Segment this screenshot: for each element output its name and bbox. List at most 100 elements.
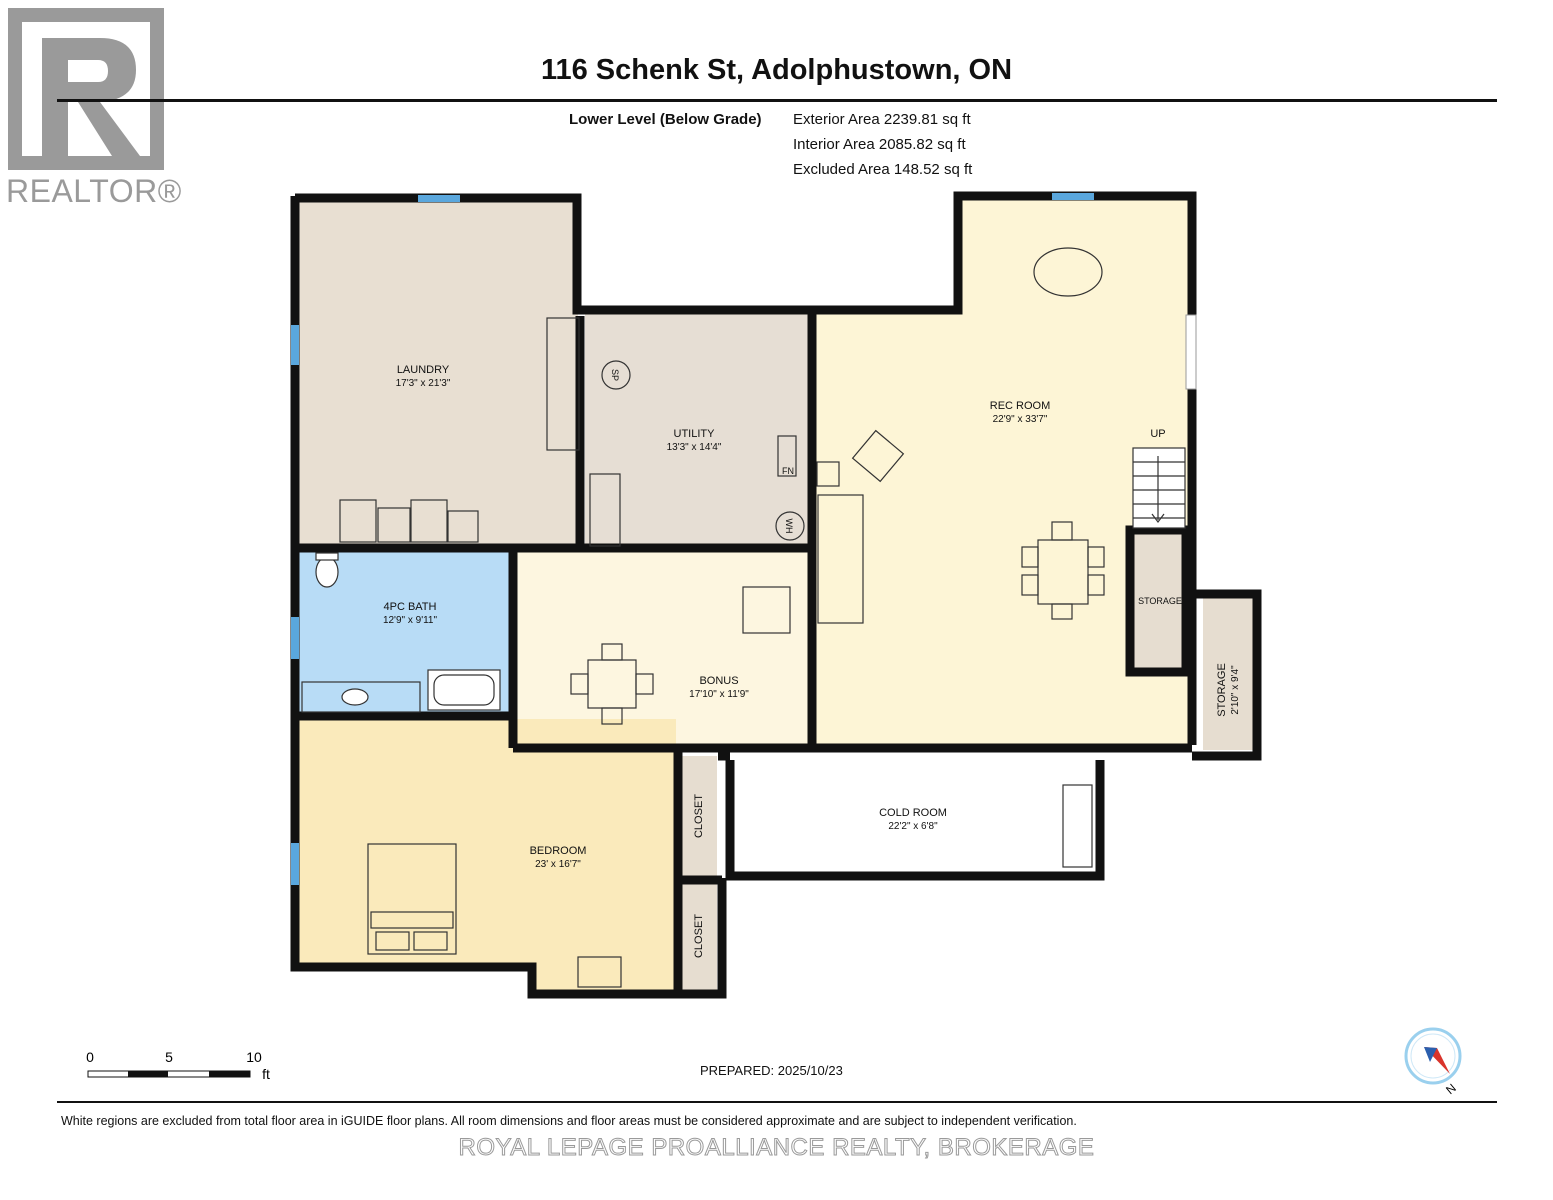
washer	[339, 499, 377, 543]
chair	[1087, 546, 1105, 568]
chair	[1087, 574, 1105, 596]
interior-area: Interior Area 2085.82 sq ft	[793, 136, 966, 153]
wall	[725, 760, 1105, 881]
disclaimer-text: White regions are excluded from total fl…	[61, 1114, 1077, 1128]
dryer	[410, 499, 448, 543]
ottoman	[742, 586, 791, 634]
vanity	[301, 681, 421, 713]
sump-pump-icon	[601, 360, 631, 390]
wall	[290, 196, 727, 999]
prepared-date: PREPARED: 2025/10/23	[700, 1063, 843, 1078]
storage-small-room	[1133, 532, 1185, 672]
window	[291, 843, 299, 885]
chair	[601, 643, 623, 661]
exterior-area: Exterior Area 2239.81 sq ft	[793, 111, 971, 128]
bedroom-room	[298, 719, 676, 990]
utility-dim: 13'3" x 14'4"	[667, 442, 722, 453]
rec-room-name: REC ROOM	[990, 400, 1051, 412]
chair	[1021, 546, 1039, 568]
door-opening	[1185, 314, 1197, 390]
furnace-label: FN	[782, 466, 794, 476]
floor-plan: SP FN WH UP	[86, 191, 1462, 1097]
chair	[1051, 521, 1073, 541]
utility-cabinet	[589, 473, 621, 547]
stairs-up-label: UP	[1150, 428, 1165, 440]
compass-icon	[1404, 1027, 1462, 1085]
chair	[601, 707, 623, 725]
pillow	[375, 931, 410, 951]
window	[1052, 193, 1094, 200]
chair	[570, 673, 589, 695]
stairs	[1132, 447, 1186, 529]
page-title: 116 Schenk St, Adolphustown, ON	[540, 54, 1013, 86]
excluded-area: Excluded Area 148.52 sq ft	[793, 161, 973, 178]
toilet	[315, 556, 339, 588]
scale-label-10: 10	[246, 1049, 262, 1065]
storage-side-dim: 2'10" x 9'4"	[1230, 665, 1241, 715]
bed	[367, 843, 457, 955]
level-label: Lower Level (Below Grade)	[569, 111, 762, 128]
storage-side-name: STORAGE	[1216, 663, 1228, 717]
furnace-icon	[777, 435, 797, 477]
window	[418, 195, 460, 202]
realtor-wordmark: REALTOR®	[6, 173, 182, 209]
armchair	[851, 429, 905, 483]
bonus-name: BONUS	[699, 675, 738, 687]
counter	[546, 317, 580, 451]
sink	[341, 688, 369, 706]
utility-room	[585, 314, 809, 548]
cold-room-dim: 22'2" x 6'8"	[888, 821, 938, 832]
bonus-room	[516, 551, 810, 744]
sump-pump-label: SP	[610, 369, 620, 381]
laundry-name: LAUNDRY	[397, 364, 450, 376]
storage-small-name: STORAGE	[1138, 596, 1182, 606]
bed-fold	[370, 911, 454, 929]
closet-2-name: CLOSET	[693, 914, 705, 958]
rec-room	[816, 198, 1190, 745]
bath-dim: 12'9" x 9'11"	[383, 615, 438, 626]
bathtub-basin	[433, 674, 495, 706]
laundry-room	[298, 200, 578, 546]
compass-north-label: N	[1443, 1081, 1459, 1097]
storage-side-room	[1203, 596, 1255, 750]
pillow	[413, 931, 448, 951]
chair	[1051, 603, 1073, 620]
footer-rule	[57, 1101, 1497, 1103]
laundry-sink	[447, 510, 479, 543]
scale-label-5: 5	[165, 1049, 173, 1065]
wall	[1125, 525, 1191, 677]
side-table	[816, 461, 840, 487]
closet-2-room	[681, 884, 717, 990]
window	[291, 325, 299, 365]
cold-room-name: COLD ROOM	[879, 807, 947, 819]
laundry-dim: 17'3" x 21'3"	[396, 378, 451, 389]
chair	[1021, 574, 1039, 596]
wall	[812, 191, 1197, 390]
brokerage-watermark: ROYAL LEPAGE PROALLIANCE REALTY, BROKERA…	[458, 1134, 1095, 1162]
realtor-r-logo-icon	[8, 8, 164, 170]
utility-name: UTILITY	[674, 428, 716, 440]
chair	[635, 673, 654, 695]
closet-1-name: CLOSET	[693, 794, 705, 838]
scale-bar	[87, 1070, 251, 1078]
toilet-tank	[315, 552, 339, 561]
closet-1-room	[681, 756, 717, 876]
dresser	[577, 956, 622, 988]
rec-room-dim: 22'9" x 33'7"	[993, 414, 1048, 425]
sofa	[817, 494, 864, 624]
bedroom-name: BEDROOM	[530, 845, 587, 857]
bath-name: 4PC BATH	[384, 601, 437, 613]
bonus-dim: 17'10" x 11'9"	[689, 689, 749, 700]
water-heater-icon	[775, 511, 805, 541]
stairs-treads	[1133, 456, 1185, 523]
scale-label-0: 0	[86, 1049, 94, 1065]
table-oval	[1033, 247, 1103, 297]
bathtub	[427, 669, 501, 711]
wall	[1192, 589, 1262, 761]
cabinet	[377, 507, 411, 543]
bedroom-dim: 23' x 16'7"	[535, 859, 581, 870]
cold-room-shelf	[1062, 784, 1093, 868]
scale-unit: ft	[262, 1066, 270, 1082]
window	[291, 617, 299, 659]
water-heater-label: WH	[784, 519, 794, 534]
